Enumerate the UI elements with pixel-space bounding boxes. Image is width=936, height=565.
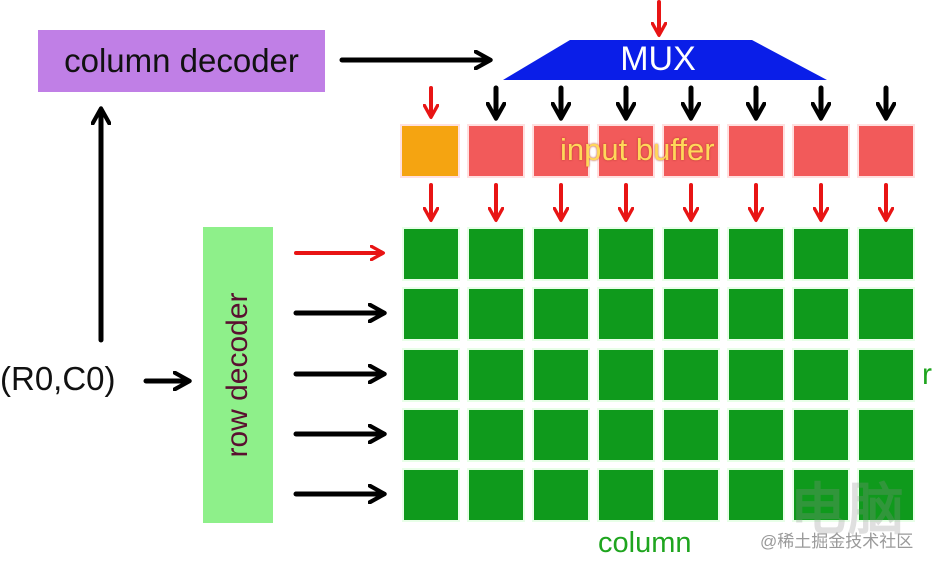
memory-cell	[792, 468, 850, 522]
buffer-cell	[597, 124, 655, 178]
memory-cell	[662, 348, 720, 402]
buffer-cell	[792, 124, 850, 178]
memory-cell	[857, 348, 915, 402]
row-decoder-box: row decoder	[203, 227, 273, 523]
memory-cell	[402, 408, 460, 462]
memory-cell	[857, 287, 915, 341]
memory-cell	[597, 348, 655, 402]
buffer-cell	[467, 124, 525, 178]
row-label: r	[922, 358, 932, 391]
memory-cell	[467, 468, 525, 522]
memory-cell	[467, 227, 525, 281]
memory-cell	[402, 468, 460, 522]
watermark-logo: 电脑	[790, 478, 906, 541]
memory-cell	[662, 287, 720, 341]
buffer-cell-selected	[400, 124, 460, 178]
memory-cell	[597, 468, 655, 522]
input-buffer-label: input buffer	[560, 132, 715, 167]
address-label: (R0,C0)	[0, 360, 116, 397]
memory-cell	[857, 227, 915, 281]
memory-cell	[402, 287, 460, 341]
memory-cell	[467, 348, 525, 402]
watermark-text: @稀土掘金技术社区	[760, 532, 914, 551]
memory-cell	[727, 468, 785, 522]
memory-cell	[597, 287, 655, 341]
memory-cell	[597, 408, 655, 462]
memory-cell	[792, 408, 850, 462]
mux-block	[503, 40, 827, 80]
memory-cell	[792, 227, 850, 281]
memory-cell	[467, 408, 525, 462]
memory-cell	[467, 287, 525, 341]
buffer-cell	[662, 124, 720, 178]
memory-cell	[727, 287, 785, 341]
memory-cell	[597, 227, 655, 281]
memory-cell	[857, 408, 915, 462]
memory-cell	[792, 348, 850, 402]
column-label: column	[598, 527, 692, 559]
memory-cell	[727, 348, 785, 402]
buffer-cell	[532, 124, 590, 178]
memory-cell	[662, 468, 720, 522]
memory-cell	[662, 408, 720, 462]
memory-cell	[402, 227, 460, 281]
memory-cell	[402, 348, 460, 402]
memory-cell	[857, 468, 915, 522]
memory-cell	[532, 227, 590, 281]
memory-cell	[532, 348, 590, 402]
memory-cell	[662, 227, 720, 281]
memory-cell	[532, 468, 590, 522]
mux-label: MUX	[620, 40, 696, 78]
memory-cell	[532, 287, 590, 341]
column-decoder-label: column decoder	[64, 42, 299, 79]
memory-cell	[792, 287, 850, 341]
memory-cell	[727, 408, 785, 462]
memory-cell	[532, 408, 590, 462]
buffer-cell	[727, 124, 785, 178]
memory-cell	[727, 227, 785, 281]
buffer-cell	[857, 124, 915, 178]
column-decoder-box: column decoder	[38, 30, 325, 92]
